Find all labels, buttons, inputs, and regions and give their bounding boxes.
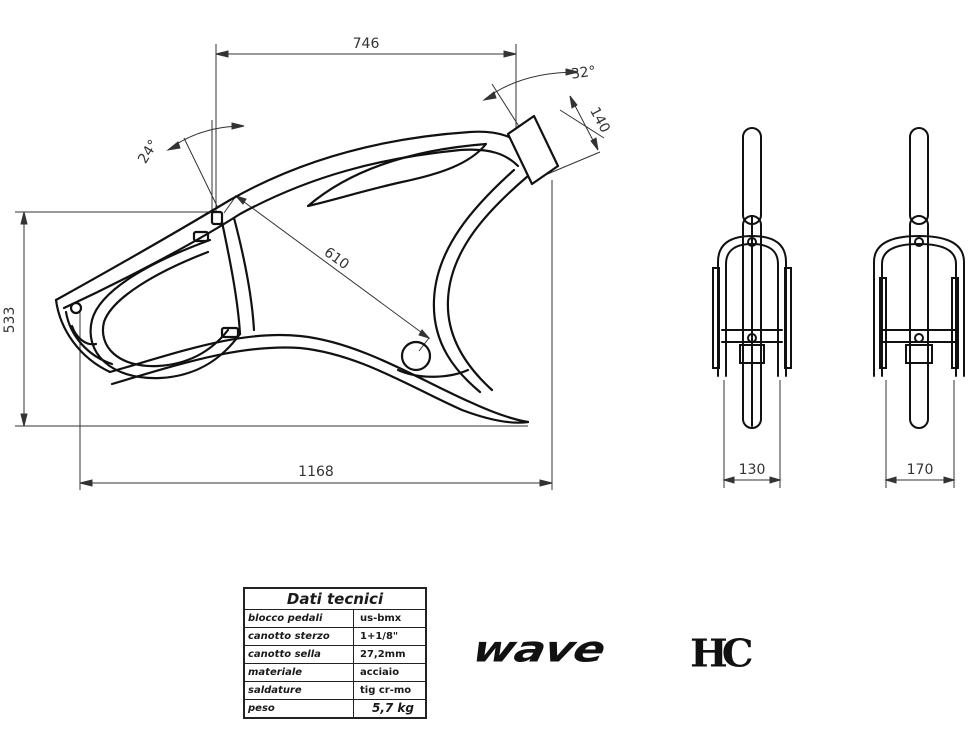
label-head-angle: 32°	[570, 63, 597, 82]
dimension-height	[15, 211, 528, 427]
spec-key: canotto sella	[245, 646, 354, 663]
label-front-width: 130	[739, 462, 766, 478]
dimension-rear-width	[884, 380, 956, 488]
spec-row: canotto sterzo 1+1/8"	[245, 628, 425, 646]
spec-value: 1+1/8"	[360, 631, 399, 642]
spec-value: tig cr-mo	[360, 685, 412, 696]
spec-row: materiale acciaio	[245, 664, 425, 682]
fork-front-view	[712, 127, 792, 429]
spec-row: canotto sella 27,2mm	[245, 646, 425, 664]
dimension-seat-angle	[166, 120, 245, 210]
label-rear-width: 170	[907, 462, 934, 478]
spec-key: blocco pedali	[245, 610, 354, 627]
label-top-length: 746	[353, 36, 380, 52]
frame-side-view	[54, 114, 560, 424]
brand-mark: HC	[690, 631, 754, 676]
spec-row: saldature tig cr-mo	[245, 682, 425, 700]
dimension-front-width	[722, 380, 782, 488]
spec-table: Dati tecnici blocco pedali us-bmx canott…	[243, 587, 427, 719]
label-seat-angle: 24°	[135, 137, 162, 167]
spec-value: 5,7 kg	[372, 701, 415, 715]
label-height: 533	[2, 307, 18, 334]
label-length: 1168	[298, 464, 334, 480]
dimension-seat-tube	[223, 195, 431, 352]
spec-value: us-bmx	[360, 613, 402, 624]
spec-row: blocco pedali us-bmx	[245, 610, 425, 628]
spec-key: canotto sterzo	[245, 628, 354, 645]
label-head-tube: 140	[586, 105, 613, 136]
spec-table-title: Dati tecnici	[245, 589, 425, 610]
frame-rear-view	[873, 127, 965, 429]
spec-key: saldature	[245, 682, 354, 699]
dimension-head-angle	[482, 66, 579, 130]
spec-row: peso 5,7 kg	[245, 700, 425, 717]
spec-key: materiale	[245, 664, 354, 681]
brand-wordmark: wave	[469, 628, 609, 671]
spec-value: 27,2mm	[360, 649, 406, 660]
dimension-top-length	[215, 44, 517, 212]
label-seat-tube: 610	[321, 244, 352, 273]
spec-value: acciaio	[360, 667, 400, 678]
dimension-length	[79, 180, 553, 490]
spec-key: peso	[245, 700, 354, 717]
